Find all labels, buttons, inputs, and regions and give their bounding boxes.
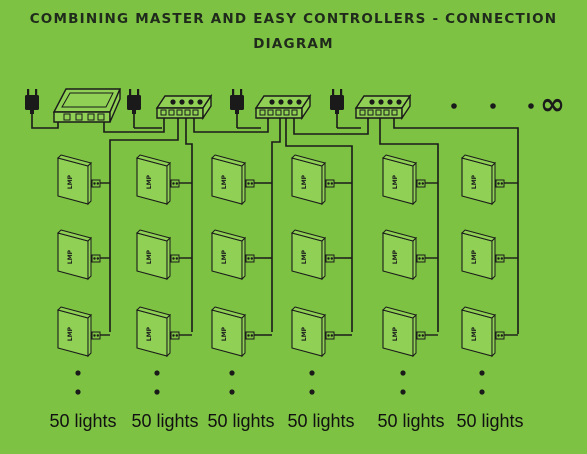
easy-controller-icon — [354, 93, 412, 121]
lamp-icon: LMP — [461, 306, 505, 358]
power-plug-icon — [330, 89, 344, 114]
continuation-dot — [229, 370, 235, 376]
svg-text:LMP: LMP — [221, 326, 228, 341]
svg-text:LMP: LMP — [392, 326, 399, 341]
power-plug-icon — [25, 89, 39, 114]
lamp-icon: LMP — [136, 306, 180, 358]
svg-text:LMP: LMP — [471, 174, 478, 189]
title-line-2: DIAGRAM — [253, 36, 334, 52]
lamp-icon: LMP — [382, 154, 426, 206]
svg-text:LMP: LMP — [392, 249, 399, 264]
lamp-icon: LMP — [382, 229, 426, 281]
continuation-dot — [309, 370, 315, 376]
svg-text:LMP: LMP — [471, 249, 478, 264]
svg-text:LMP: LMP — [67, 326, 74, 341]
lamp-icon: LMP — [211, 154, 255, 206]
wiring — [31, 114, 519, 336]
power-plug-icon — [230, 89, 244, 114]
svg-text:LMP: LMP — [146, 174, 153, 189]
lamp-icon: LMP — [291, 229, 335, 281]
continuation-dot — [154, 370, 160, 376]
lamp-icon: LMP — [461, 229, 505, 281]
continuation-dot — [479, 389, 485, 395]
lamp-icon: LMP — [291, 154, 335, 206]
continuation-dot — [154, 389, 160, 395]
continuation-dot — [400, 389, 406, 395]
lamp-icon: LMP — [211, 306, 255, 358]
title-line-1: COMBINING MASTER AND EASY CONTROLLERS - … — [29, 11, 558, 27]
master-controller-icon — [52, 88, 122, 123]
continuation-dot — [479, 370, 485, 376]
svg-text:LMP: LMP — [301, 174, 308, 189]
infinity-icon: ∞ — [540, 87, 565, 122]
svg-text:LMP: LMP — [146, 249, 153, 264]
svg-text:LMP: LMP — [301, 249, 308, 264]
continuation-dot — [451, 103, 457, 109]
svg-text:LMP: LMP — [221, 174, 228, 189]
easy-controller-icon — [155, 93, 213, 121]
continuation-dot — [229, 389, 235, 395]
lamp-icon: LMP — [57, 306, 101, 358]
lamp-icon: LMP — [57, 154, 101, 206]
power-plug-icon — [127, 89, 141, 114]
continuation-dot — [490, 103, 496, 109]
svg-text:LMP: LMP — [67, 174, 74, 189]
column-label-4: 50 lights — [287, 411, 355, 431]
svg-text:LMP: LMP — [67, 249, 74, 264]
lamp-icon: LMP — [136, 154, 180, 206]
continuation-dot — [75, 370, 81, 376]
lamp-icon: LMP — [57, 229, 101, 281]
lamp-icon: LMP — [291, 306, 335, 358]
column-label-3: 50 lights — [207, 411, 275, 431]
continuation-dot — [309, 389, 315, 395]
svg-text:LMP: LMP — [471, 326, 478, 341]
svg-text:LMP: LMP — [146, 326, 153, 341]
lamp-icon: LMP — [461, 154, 505, 206]
svg-text:LMP: LMP — [392, 174, 399, 189]
column-label-1: 50 lights — [49, 411, 117, 431]
lamp-icon: LMP — [211, 229, 255, 281]
svg-text:LMP: LMP — [221, 249, 228, 264]
lamp-icon: LMP — [382, 306, 426, 358]
lamp-icon: LMP — [136, 229, 180, 281]
column-label-2: 50 lights — [131, 411, 199, 431]
continuation-dot — [75, 389, 81, 395]
continuation-dot — [400, 370, 406, 376]
easy-controller-icon — [254, 93, 312, 121]
svg-text:LMP: LMP — [301, 326, 308, 341]
column-label-5: 50 lights — [377, 411, 445, 431]
continuation-dot — [528, 103, 534, 109]
column-label-6: 50 lights — [456, 411, 524, 431]
